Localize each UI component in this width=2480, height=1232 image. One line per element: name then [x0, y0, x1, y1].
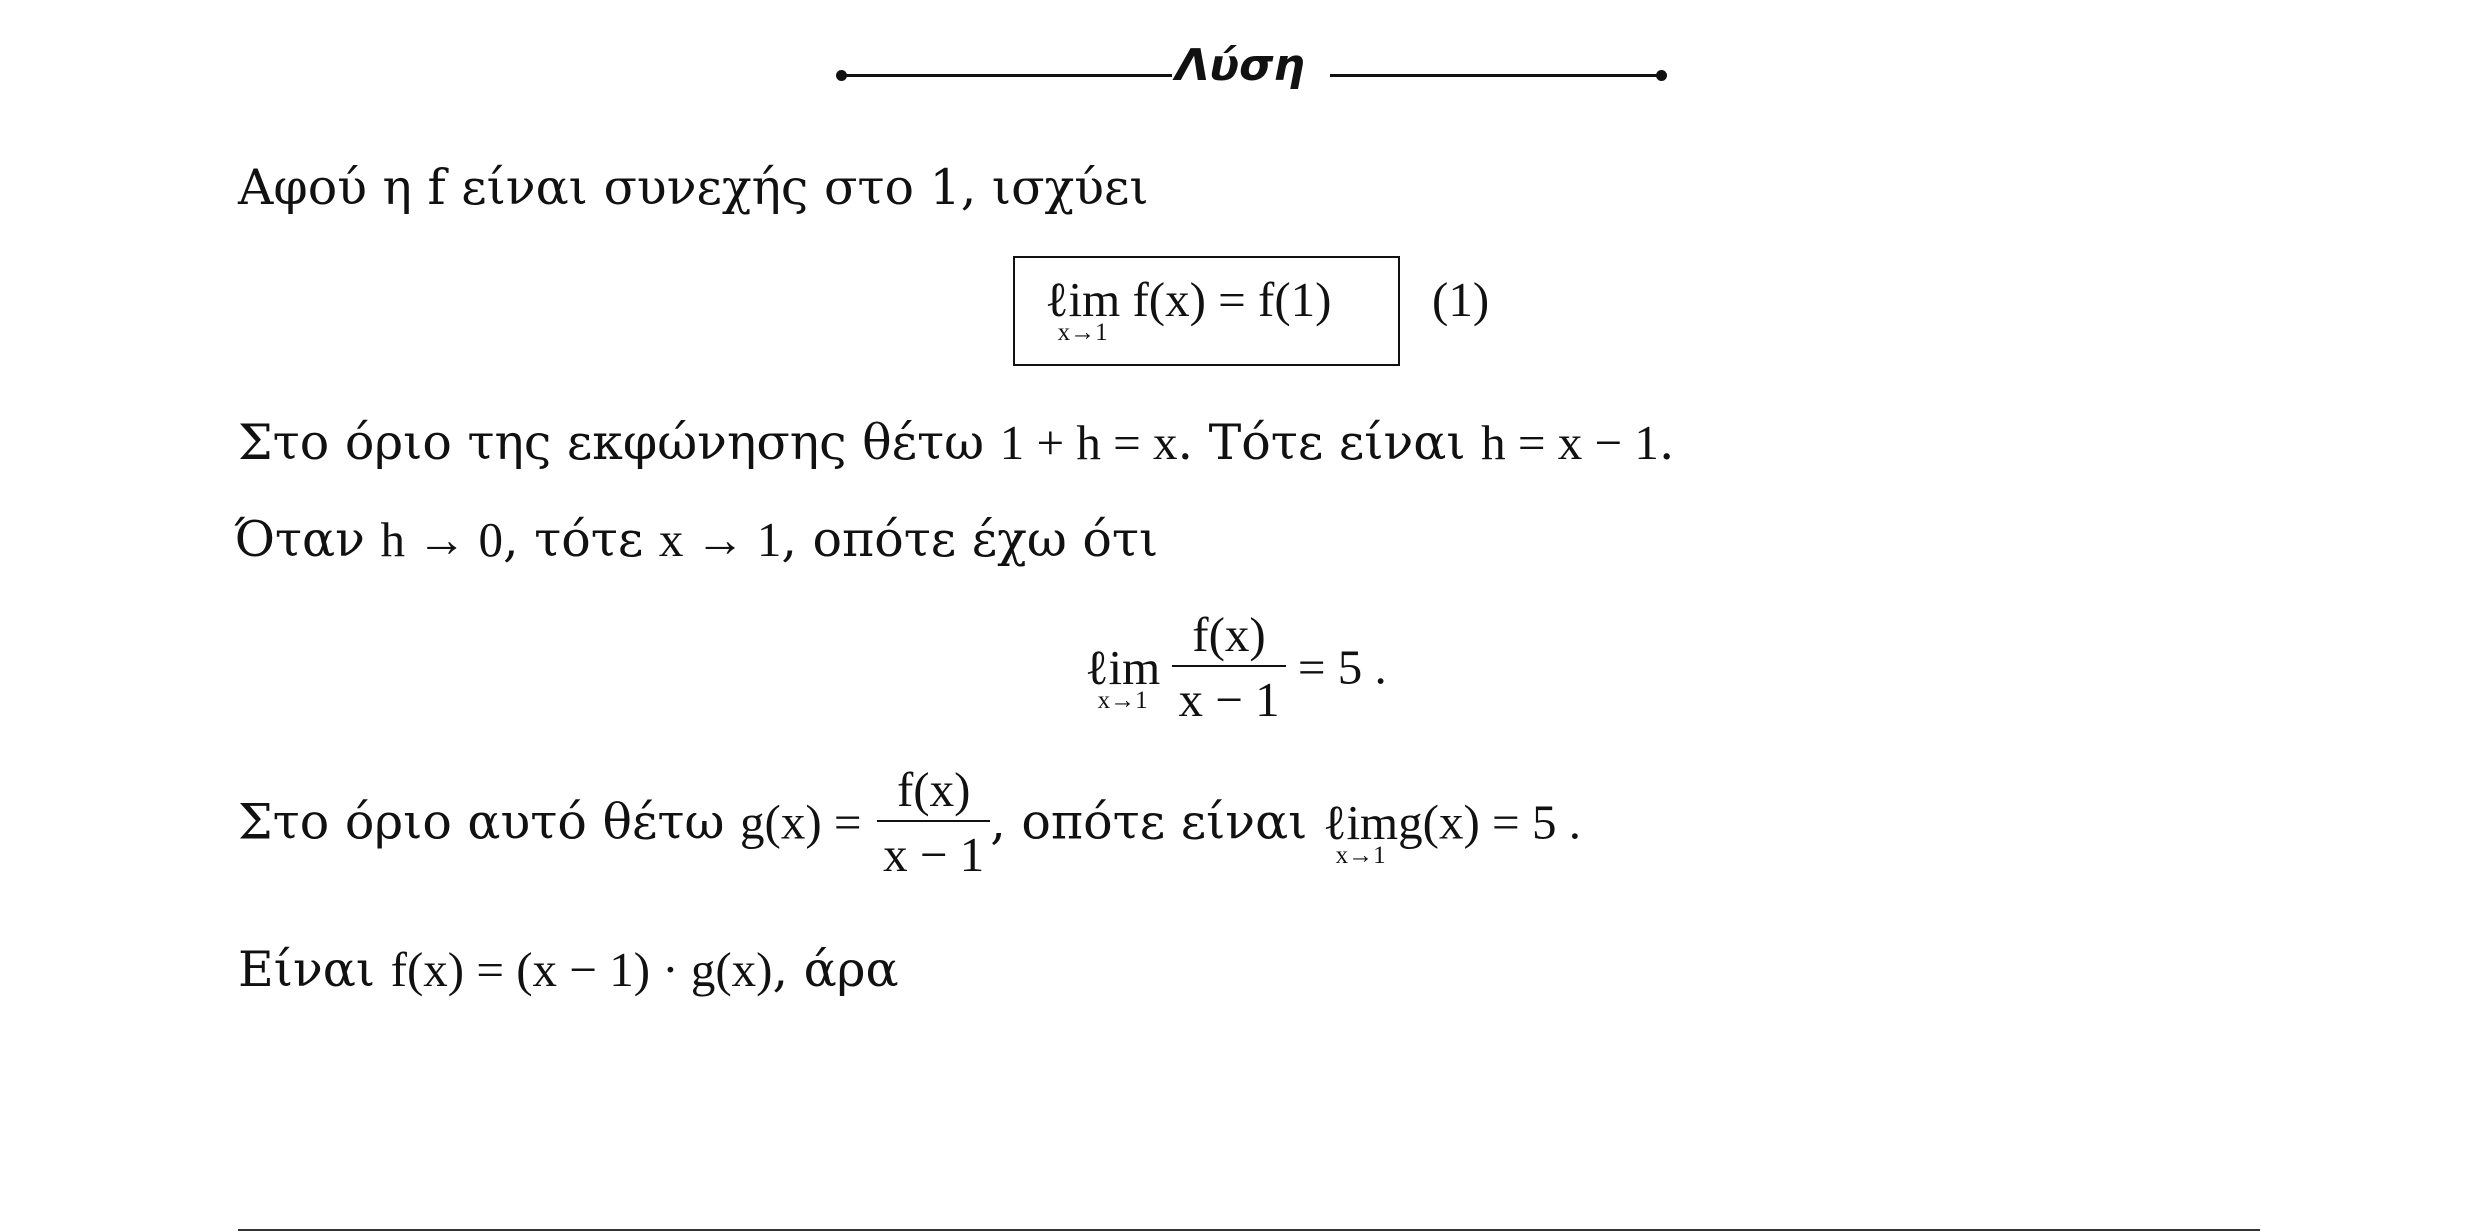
limit-word: ℓim	[1322, 794, 1399, 850]
fraction-numerator: f(x)	[896, 762, 971, 817]
heading-left-rule	[842, 74, 1172, 77]
equation-tag: (1)	[1432, 272, 1490, 327]
line-6-text-a: Στο όριο αυτό θέτω	[238, 793, 741, 851]
limit-subscript: x→1	[1097, 686, 1148, 714]
limit-operator: ℓim x→1	[1045, 272, 1121, 345]
limit-subscript: x→1	[1335, 841, 1386, 869]
line-3-math-a: 1 + h = x	[999, 415, 1178, 470]
text-line-4: Όταν h → 0, τότε x → 1, οπότε έχω ότι	[234, 515, 1158, 564]
limit-operator: ℓim x→1	[1085, 639, 1161, 713]
limit-operator: ℓim x→1	[1322, 794, 1399, 868]
equation-1: ℓim x→1 f(x) = f(1)	[1045, 272, 1332, 345]
heading-right-dot	[1656, 70, 1667, 81]
line-7-text-b: , άρα	[772, 941, 899, 998]
fraction-denominator: x − 1	[1172, 665, 1286, 724]
fraction: f(x) x − 1	[877, 762, 991, 879]
line-6-math-b: g(x) = 5 .	[1398, 794, 1581, 850]
fraction-numerator: f(x)	[1192, 607, 1266, 662]
fraction: f(x) x − 1	[1172, 607, 1286, 724]
line-6-text-b: , οπότε είναι	[990, 793, 1323, 851]
line-4-text-b: , τότε	[503, 511, 659, 568]
text-line-7: Είναι f(x) = (x − 1) · g(x), άρα	[238, 945, 899, 994]
limit-word: ℓim	[1085, 639, 1161, 695]
line-3-text-b: . Τότε είναι	[1177, 414, 1482, 471]
heading-right-rule	[1330, 74, 1660, 77]
boxed-equation	[1013, 256, 1400, 366]
line-3-text-c: .	[1658, 414, 1675, 471]
line-4-text-c: , οπότε έχω ότι	[781, 511, 1159, 568]
line-6-math-a: g(x) =	[740, 794, 862, 850]
heading-left-dot	[836, 70, 847, 81]
line-7-math-a: f(x) = (x − 1) · g(x)	[390, 942, 773, 997]
equation-2-rhs: = 5 .	[1297, 639, 1387, 695]
line-4-math-a: h → 0	[380, 512, 504, 567]
line-3-math-b: h = x − 1	[1481, 415, 1659, 470]
line-4-math-b: x → 1	[658, 512, 782, 567]
line-3-text-a: Στο όριο της εκφώνησης θέτω	[238, 414, 1000, 471]
line-1-text: Αφού η f είναι συνεχής στο 1, ισχύει	[238, 159, 1149, 216]
footer-rule	[238, 1229, 2260, 1231]
line-4-text-a: Όταν	[234, 511, 381, 568]
text-line-6: Στο όριο αυτό θέτω g(x) = f(x) x − 1 , ο…	[238, 765, 1581, 879]
fraction-denominator: x − 1	[877, 820, 991, 879]
equation-2: ℓim x→1 f(x) x − 1 = 5 .	[1085, 610, 1387, 724]
text-line-3: Στο όριο της εκφώνησης θέτω 1 + h = x. Τ…	[238, 418, 1675, 467]
equation-1-expression: f(x) = f(1)	[1132, 272, 1332, 327]
limit-word: ℓim	[1045, 272, 1121, 327]
text-line-1: Αφού η f είναι συνεχής στο 1, ισχύει	[238, 163, 1149, 212]
section-heading: Λύση	[1175, 40, 1305, 91]
limit-subscript: x→1	[1057, 319, 1108, 346]
line-7-text-a: Είναι	[238, 941, 391, 998]
